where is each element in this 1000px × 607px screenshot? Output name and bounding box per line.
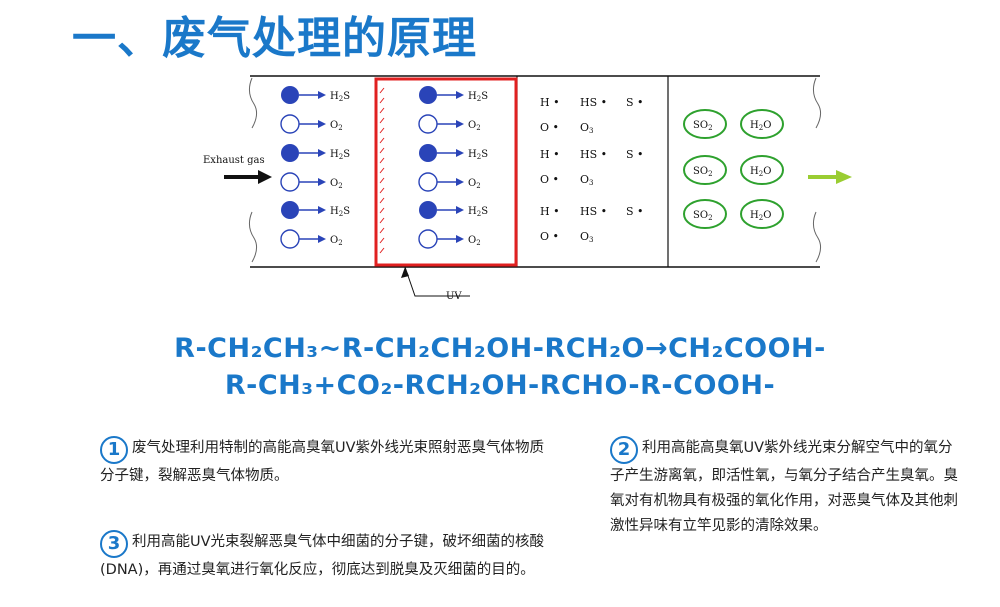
exhaust-gas-label: Exhaust gas	[203, 155, 265, 166]
radical-row: H • HS • S • O • O3	[540, 205, 644, 244]
svg-text:O2: O2	[330, 120, 343, 132]
page-title: 一、废气处理的原理	[72, 13, 477, 64]
outlet-arrowhead	[836, 170, 852, 184]
h2o-product: H2O	[740, 155, 784, 185]
svg-text:SO2: SO2	[693, 166, 713, 178]
svg-text:S •: S •	[626, 96, 644, 109]
o2-molecule: O2	[418, 172, 481, 192]
h2s-molecule: H2S	[419, 144, 488, 162]
h2s-molecule: H2S	[419, 86, 488, 104]
h2s-molecule: H2S	[281, 201, 350, 219]
svg-text:SO2: SO2	[693, 120, 713, 132]
svg-text:O2: O2	[330, 178, 343, 190]
svg-text:O2: O2	[330, 235, 343, 247]
svg-text:H •: H •	[540, 205, 560, 218]
svg-text:H2O: H2O	[750, 120, 771, 132]
step-number-badge: 1	[100, 436, 128, 464]
svg-text:O3: O3	[580, 121, 594, 135]
note-text: 利用高能UV光束裂解恶臭气体中细菌的分子键，破坏细菌的核酸(DNA)，再通过臭氧…	[100, 534, 545, 578]
svg-text:H2S: H2S	[468, 91, 488, 103]
radical-row: H • HS • S • O • O3	[540, 96, 644, 135]
note-text: 废气处理利用特制的高能高臭氧UV紫外线光束照射恶臭气体物质分子键，裂解恶臭气体物…	[100, 440, 545, 484]
svg-text:H •: H •	[540, 96, 560, 109]
reaction-formula-line-1: R-CH₂CH₃~R-CH₂CH₂OH-RCH₂O→CH₂COOH-	[174, 333, 826, 364]
reaction-formula-line-2: R-CH₃+CO₂-RCH₂OH-RCHO-R-COOH-	[224, 370, 776, 401]
step-number-badge: 3	[100, 530, 128, 558]
svg-text:H2S: H2S	[468, 206, 488, 218]
svg-text:S •: S •	[626, 205, 644, 218]
svg-text:H2S: H2S	[468, 149, 488, 161]
svg-text:O3: O3	[580, 230, 594, 244]
inlet-arrowhead	[258, 170, 272, 184]
svg-text:O •: O •	[540, 230, 559, 243]
svg-text:O3: O3	[580, 173, 594, 187]
h2s-molecule: H2S	[281, 86, 350, 104]
o2-molecule: O2	[280, 114, 343, 134]
step-number-badge: 2	[610, 436, 638, 464]
so2-product: SO2	[683, 199, 727, 229]
svg-text:H2O: H2O	[750, 166, 771, 178]
molecules-zone-1: H2S O2 H2S O2 H2S	[280, 86, 350, 249]
svg-text:H2S: H2S	[330, 206, 350, 218]
svg-text:H2S: H2S	[330, 149, 350, 161]
o2-molecule: O2	[418, 114, 481, 134]
svg-text:O •: O •	[540, 173, 559, 186]
uv-lamp-ticks	[379, 87, 385, 254]
h2o-product: H2O	[740, 199, 784, 229]
svg-text:H •: H •	[540, 148, 560, 161]
h2o-product: H2O	[740, 109, 784, 139]
o2-molecule: O2	[280, 229, 343, 249]
o2-molecule: O2	[280, 172, 343, 192]
svg-text:O •: O •	[540, 121, 559, 134]
o2-molecule: O2	[418, 229, 481, 249]
radical-row: H • HS • S • O • O3	[540, 148, 644, 187]
note-text: 利用高能高臭氧UV紫外线光束分解空气中的氧分子产生游离氧，即活性氧，与氧分子结合…	[610, 440, 958, 534]
svg-text:HS •: HS •	[580, 148, 607, 161]
h2s-molecule: H2S	[281, 144, 350, 162]
uv-zone-box	[374, 77, 518, 267]
svg-text:HS •: HS •	[580, 205, 607, 218]
svg-text:HS •: HS •	[580, 96, 607, 109]
uv-treatment-diagram: UV Exhaust gas H2S O2 H2S O2	[203, 75, 852, 302]
so2-product: SO2	[683, 109, 727, 139]
uv-label: UV	[446, 291, 462, 302]
svg-text:S •: S •	[626, 148, 644, 161]
duct-break-left	[248, 77, 258, 263]
svg-text:O2: O2	[468, 178, 481, 190]
uv-pointer-line	[404, 266, 470, 297]
molecules-zone-2: H2S O2 H2S O2 H2S	[418, 86, 488, 249]
svg-text:H2O: H2O	[750, 210, 771, 222]
so2-product: SO2	[683, 155, 727, 185]
uv-pointer-arrowhead	[401, 267, 409, 278]
svg-text:SO2: SO2	[693, 210, 713, 222]
svg-text:O2: O2	[468, 120, 481, 132]
svg-text:O2: O2	[468, 235, 481, 247]
duct-break-right	[812, 77, 822, 263]
radicals-zone: H • HS • S • O • O3 H • HS • S • O • O3 …	[540, 96, 644, 244]
svg-text:H2S: H2S	[330, 91, 350, 103]
h2s-molecule: H2S	[419, 201, 488, 219]
products-zone: SO2 H2O SO2 H2O SO2 H2O	[683, 109, 784, 229]
